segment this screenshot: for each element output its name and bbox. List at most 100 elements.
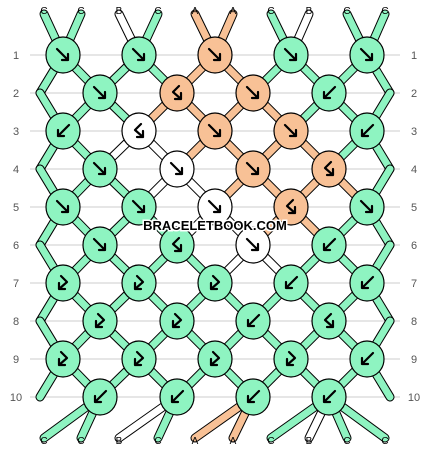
knot-arrow-icon (209, 350, 221, 367)
knot (82, 378, 118, 416)
knot-arrow-icon (171, 236, 183, 253)
row-label-left: 3 (13, 126, 19, 138)
top-strand-label: C (154, 6, 161, 17)
bottom-strand-label: C (40, 436, 47, 447)
knot (273, 340, 309, 378)
knot-ellipse (159, 74, 195, 112)
knot-arrow-icon (209, 274, 221, 291)
top-strand-label: C (40, 6, 47, 17)
knot-arrow-icon (323, 160, 335, 177)
bottom-strand-label: C (267, 436, 274, 447)
knot (235, 150, 271, 188)
top-strand-label: C (77, 6, 84, 17)
knot-arrow-icon (359, 199, 374, 214)
knot-arrow-icon (322, 237, 337, 252)
knot-ellipse (45, 340, 81, 378)
knot-arrow-icon (360, 275, 375, 290)
knot (235, 74, 271, 112)
knot-ellipse (273, 188, 309, 226)
knot-arrow-icon (283, 47, 298, 62)
bottom-strand-label: A (192, 436, 199, 447)
knot-arrow-icon (245, 85, 260, 100)
knot-ellipse (45, 264, 81, 302)
knot-ellipse (121, 112, 157, 150)
knot-arrow-icon (133, 350, 145, 367)
bottom-strand-label: A (230, 436, 237, 447)
row-label-right: 7 (411, 278, 417, 290)
knot (273, 112, 309, 150)
top-strand-label: C (381, 6, 388, 17)
knot (159, 302, 195, 340)
knot-arrow-icon (285, 198, 297, 215)
knot (82, 74, 118, 112)
knot-arrow-icon (57, 350, 69, 367)
knot (82, 302, 118, 340)
knot-ellipse (273, 340, 309, 378)
row-label-right: 6 (411, 240, 417, 252)
knot-ellipse (159, 302, 195, 340)
knot (159, 150, 195, 188)
knot (45, 340, 81, 378)
knot-arrow-icon (360, 123, 375, 138)
knot (273, 188, 309, 226)
knot-arrow-icon (93, 389, 108, 404)
row-label-right: 8 (411, 316, 417, 328)
row-label-right: 2 (411, 88, 417, 100)
bottom-strand-label: C (77, 436, 84, 447)
knot-arrow-icon (170, 389, 185, 404)
knot-arrow-icon (57, 274, 69, 291)
top-strand-label: B (116, 6, 123, 17)
row-label-right: 3 (411, 126, 417, 138)
knot (45, 264, 81, 302)
knot (311, 226, 347, 264)
knot (197, 264, 233, 302)
knot (121, 188, 157, 226)
knot (235, 302, 271, 340)
knot-ellipse (311, 150, 347, 188)
knot (197, 112, 233, 150)
knot (121, 36, 157, 74)
knot-arrow-icon (171, 84, 183, 101)
row-label-left: 7 (13, 278, 19, 290)
knot (82, 226, 118, 264)
knot (311, 74, 347, 112)
knot-arrow-icon (169, 161, 184, 176)
row-label-left: 9 (13, 354, 19, 366)
knot (349, 112, 385, 150)
knot-arrow-icon (94, 312, 106, 329)
top-strand-label: A (192, 6, 199, 17)
knot (349, 188, 385, 226)
knot-arrow-icon (207, 123, 222, 138)
knot-arrow-icon (246, 313, 261, 328)
row-label-left: 5 (13, 202, 19, 214)
knot-arrow-icon (323, 312, 335, 329)
top-strand-label: A (230, 6, 237, 17)
knot-arrow-icon (131, 199, 146, 214)
row-label-left: 6 (13, 240, 19, 252)
knot-arrow-icon (207, 47, 222, 62)
knot-arrow-icon (133, 274, 145, 291)
knot (121, 112, 157, 150)
knot (349, 340, 385, 378)
knot (349, 36, 385, 74)
knot-arrow-icon (171, 312, 183, 329)
knot-ellipse (197, 264, 233, 302)
knot (311, 378, 347, 416)
knot (273, 36, 309, 74)
knot-arrow-icon (131, 47, 146, 62)
knot-arrow-icon (322, 389, 337, 404)
row-label-left: 4 (13, 164, 19, 176)
knot-ellipse (311, 302, 347, 340)
watermark-text: BRACELETBOOK.COM (143, 218, 287, 233)
row-label-right: 10 (408, 392, 420, 404)
knot (159, 378, 195, 416)
knot-ellipse (197, 340, 233, 378)
bottom-strand-label: B (116, 436, 123, 447)
knot-arrow-icon (92, 161, 107, 176)
knot (45, 112, 81, 150)
knot-arrow-icon (207, 199, 222, 214)
knot (311, 150, 347, 188)
row-label-left: 10 (10, 392, 22, 404)
row-label-left: 1 (13, 50, 19, 62)
